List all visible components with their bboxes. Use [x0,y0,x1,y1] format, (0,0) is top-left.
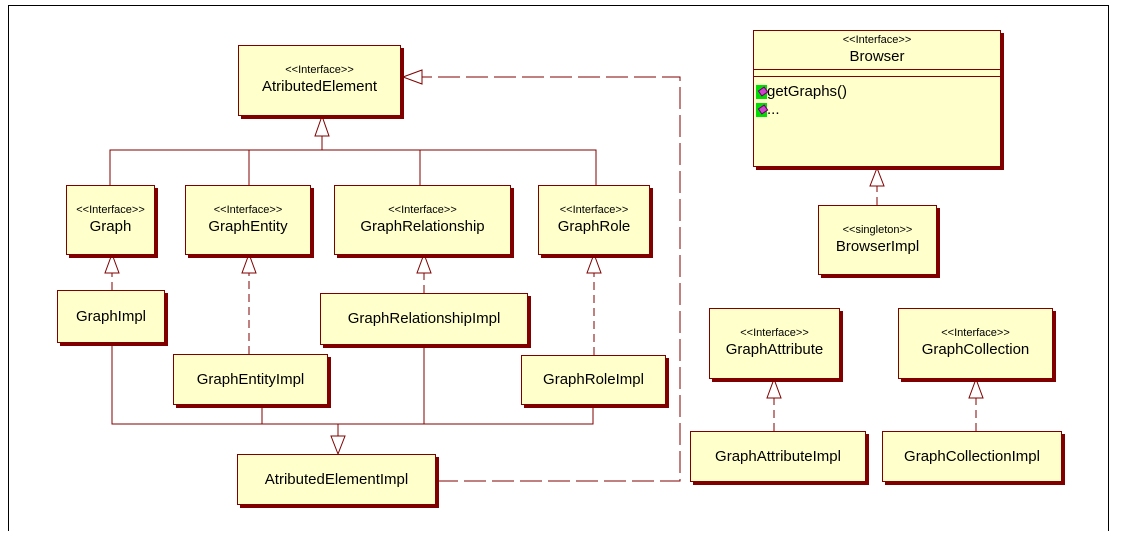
class-name: GraphAttribute [725,341,824,358]
generalization-arrowhead [314,114,330,137]
class-name: GraphCollectionImpl [904,447,1040,465]
class-graph-attribute[interactable]: <<Interface>> GraphAttribute [709,308,840,379]
class-name: GraphRole [557,217,631,235]
realization-arrowhead [766,377,782,399]
class-header: <<Interface>> Browser [754,31,1000,70]
stereotype-label: <<Interface>> [559,203,629,216]
class-graph-attribute-impl[interactable]: GraphAttributeImpl [690,431,866,482]
class-graph-entity-impl[interactable]: GraphEntityImpl [173,354,328,405]
public-operation-icon [756,85,767,99]
class-name: BrowserImpl [835,237,920,255]
generalization-line [111,343,594,425]
realization-arrowhead [968,377,984,399]
generalization-arrowhead [330,435,346,456]
stereotype-label: <<Interface>> [213,203,283,216]
class-name: GraphCollection [921,341,1030,358]
class-name: GraphEntity [208,217,288,235]
realization-line [422,76,681,482]
generalization-line [109,149,597,185]
class-graph-entity[interactable]: <<Interface>> GraphEntity [185,185,311,255]
class-name: GraphImpl [75,307,147,325]
class-name: GraphRelationship [360,217,485,235]
class-name: Browser [849,47,905,65]
operation-name: getGraphs() [767,83,848,100]
realization-arrowhead [241,252,257,274]
realization-arrowhead [416,252,432,274]
realization-arrowhead [104,252,120,274]
class-graph-impl[interactable]: GraphImpl [57,290,165,343]
stereotype-label: <<Interface>> [76,203,145,216]
class-graph-collection-impl[interactable]: GraphCollectionImpl [882,431,1062,482]
public-operation-icon [756,103,767,117]
diagram-frame [8,5,1109,531]
class-atributed-element-impl[interactable]: AtributedElementImpl [237,454,436,505]
class-graph[interactable]: <<Interface>> Graph [66,185,155,255]
operations-compartment: getGraphs() ... [754,76,1000,119]
stereotype-label: <<Interface>> [842,33,912,46]
class-name: GraphEntityImpl [196,370,305,388]
class-browser-impl[interactable]: <<singleton>> BrowserImpl [818,205,937,275]
class-name: AtributedElementImpl [264,470,409,488]
operation-row[interactable]: ... [754,101,1000,119]
class-graph-relationship[interactable]: <<Interface>> GraphRelationship [334,185,511,255]
operation-name: ... [767,101,780,118]
stereotype-label: <<Interface>> [740,327,809,339]
class-graph-collection[interactable]: <<Interface>> GraphCollection [898,308,1053,379]
realization-arrowhead [401,69,423,85]
class-name: Graph [89,217,132,235]
stereotype-label: <<singleton>> [842,223,913,236]
class-graph-role-impl[interactable]: GraphRoleImpl [521,355,666,405]
realization-arrowhead [586,252,602,274]
class-name: GraphRelationshipImpl [347,310,501,327]
stereotype-label: <<Interface>> [388,203,457,216]
class-browser[interactable]: <<Interface>> Browser getGraphs() ... [753,30,1001,167]
class-graph-role[interactable]: <<Interface>> GraphRole [538,185,650,255]
operation-row[interactable]: getGraphs() [754,83,1000,101]
class-atributed-element[interactable]: <<Interface>> AtributedElement [238,45,401,116]
realization-arrowhead [869,166,885,187]
stereotype-label: <<Interface>> [285,64,354,76]
stereotype-label: <<Interface>> [941,327,1010,339]
class-graph-relationship-impl[interactable]: GraphRelationshipImpl [320,293,528,345]
class-name: GraphAttributeImpl [715,447,841,465]
class-name: GraphRoleImpl [543,371,644,388]
class-name: AtributedElement [261,78,378,95]
